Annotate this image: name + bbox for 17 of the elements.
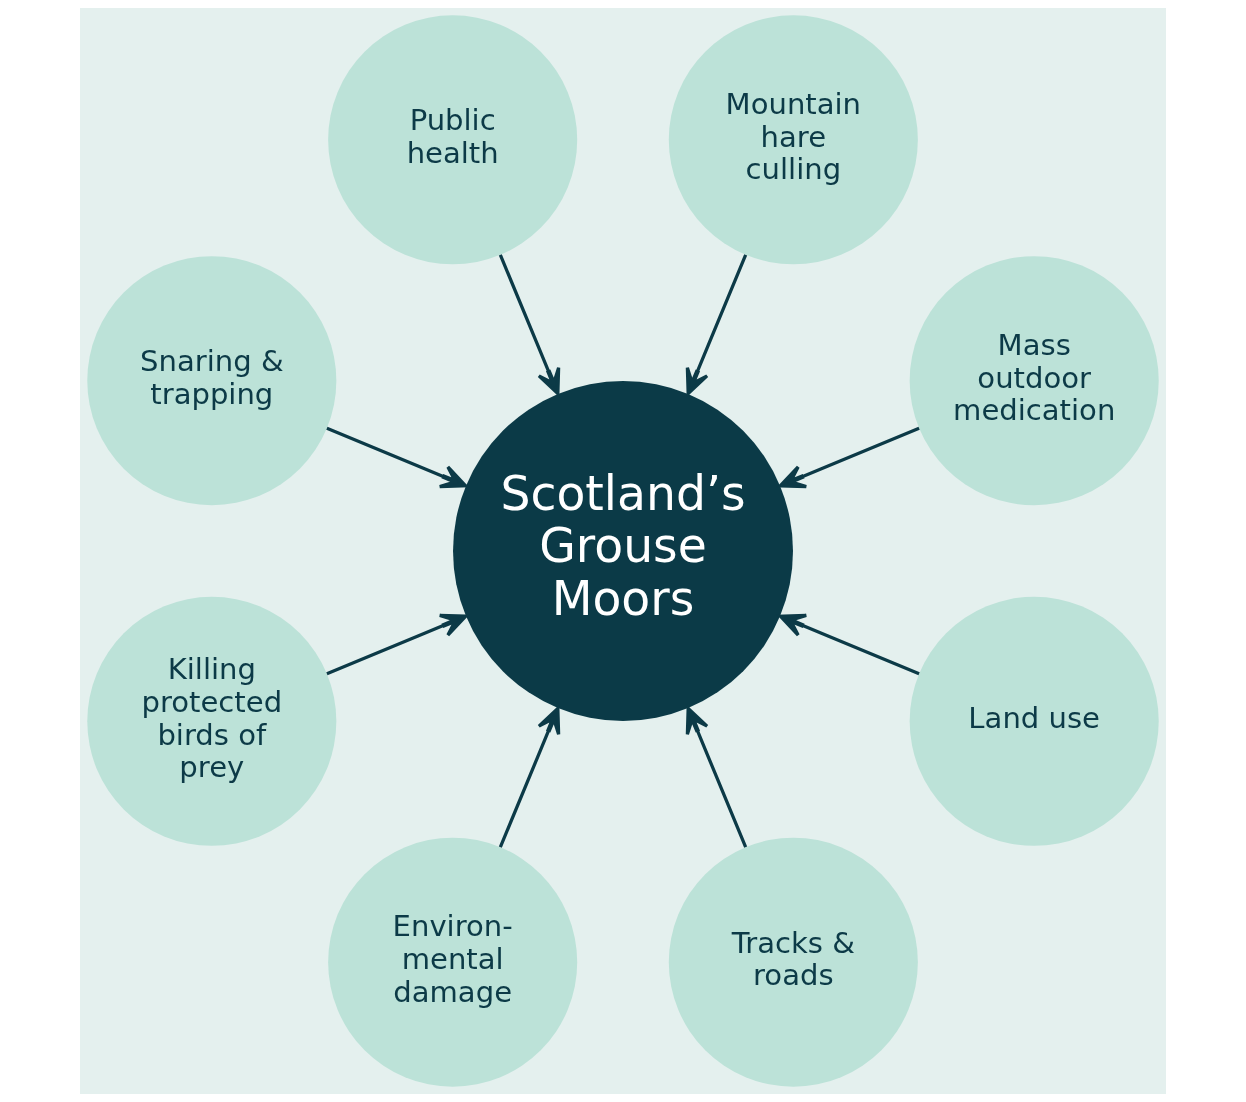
node-circle: Snaring & trapping xyxy=(87,256,337,506)
node-circle: Killing protected birds of prey xyxy=(87,596,337,846)
node-circle: Mass outdoor medication xyxy=(909,256,1159,506)
arrow xyxy=(778,426,920,489)
node-circle: Public health xyxy=(328,15,578,265)
arrow xyxy=(326,613,468,676)
node-circle: Tracks & roads xyxy=(668,837,918,1087)
arrow xyxy=(685,254,748,396)
node-circle: Land use xyxy=(909,596,1159,846)
node-circle: Scotland’s Grouse Moors xyxy=(453,381,793,721)
arrow xyxy=(778,613,920,676)
arrow xyxy=(685,706,748,848)
arrow xyxy=(498,706,561,848)
arrow xyxy=(498,254,561,396)
node-circle: Mountain hare culling xyxy=(668,15,918,265)
node-circle: Environ- mental damage xyxy=(328,837,578,1087)
arrow xyxy=(326,426,468,489)
